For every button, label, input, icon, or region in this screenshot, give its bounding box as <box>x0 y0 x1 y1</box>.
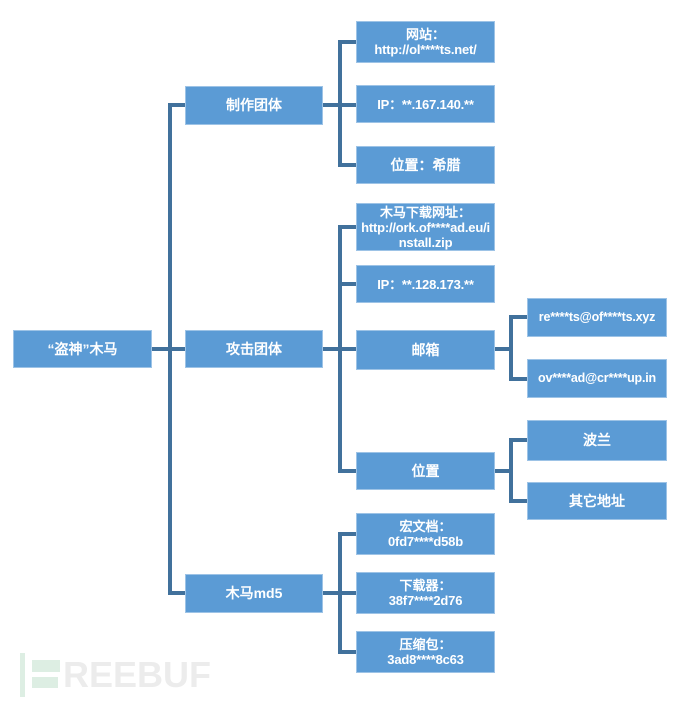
node-maker-location: 位置：希腊 <box>356 146 495 184</box>
connector-maker-feed <box>323 103 356 107</box>
node-location-poland: 波兰 <box>527 420 667 461</box>
node-label: IP：**.128.173.** <box>377 276 474 292</box>
connector-email2-stub <box>509 377 527 381</box>
node-line: nstall.zip <box>398 234 453 250</box>
connector-attacker-ip-stub <box>338 282 356 286</box>
connector-email1-stub <box>509 315 527 319</box>
node-label: ov****ad@cr****up.in <box>538 371 656 385</box>
node-label: 位置 <box>411 462 440 479</box>
connector-md5-corner <box>168 591 185 595</box>
node-line: 3ad8****8c63 <box>387 652 464 667</box>
node-line: http://ol****ts.net/ <box>374 42 477 57</box>
node-label: 其它地址 <box>569 492 625 509</box>
connector-download-url-stub <box>338 225 356 229</box>
connector-maker-location-stub <box>338 163 356 167</box>
node-attacker-group: 攻击团体 <box>185 330 323 368</box>
connector-macro-doc-stub <box>338 532 356 536</box>
node-label: re****ts@of****ts.xyz <box>538 310 656 324</box>
node-label: 制作团体 <box>226 97 282 113</box>
node-label: 木马md5 <box>225 585 283 601</box>
node-maker-group: 制作团体 <box>185 86 323 125</box>
node-label: IP：**.167.140.** <box>377 96 474 112</box>
node-macro-doc-md5: 宏文档： 0fd7****d58b <box>356 513 495 555</box>
node-line: 宏文档： <box>399 519 452 534</box>
node-label: 波兰 <box>583 432 611 448</box>
freebuf-watermark-text: REEBUF <box>63 654 212 695</box>
connector-poland-stub <box>509 438 527 442</box>
connector-md5-feed <box>323 591 356 595</box>
node-downloader-md5: 下载器： 38f7****2d76 <box>356 572 495 614</box>
freebuf-logo-icon <box>20 653 25 697</box>
node-md5-group: 木马md5 <box>185 574 323 613</box>
node-line: 网站： <box>405 27 445 42</box>
connector-website-stub <box>338 40 356 44</box>
node-maker-ip: IP：**.167.140.** <box>356 85 495 123</box>
connector-root-feed <box>152 347 185 351</box>
node-download-url: 木马下载网址： http://ork.of****ad.eu/i nstall.… <box>356 203 495 251</box>
node-mailbox: 邮箱 <box>356 330 495 370</box>
node-line: 38f7****2d76 <box>388 593 463 608</box>
node-label: 攻击团体 <box>226 340 282 357</box>
node-label: 邮箱 <box>411 341 440 358</box>
node-website: 网站： http://ol****ts.net/ <box>356 21 495 63</box>
node-line: 0fd7****d58b <box>388 534 463 549</box>
connector-mailbox-feed <box>495 347 509 351</box>
node-label: “盗神”木马 <box>47 340 118 357</box>
node-email-1: re****ts@of****ts.xyz <box>527 298 667 337</box>
node-line: 下载器： <box>399 578 452 593</box>
node-line: 木马下载网址： <box>379 204 471 220</box>
connector-location-feed <box>495 469 509 473</box>
node-email-2: ov****ad@cr****up.in <box>527 359 667 398</box>
node-archive-md5: 压缩包： 3ad8****8c63 <box>356 631 495 673</box>
node-label: 位置：希腊 <box>390 156 461 173</box>
node-attacker-ip: IP：**.128.173.** <box>356 265 495 303</box>
connector-maker-corner <box>168 103 185 107</box>
freebuf-logo-icon <box>32 660 60 672</box>
node-root-trojan: “盗神”木马 <box>13 330 152 368</box>
connector-other-address-stub <box>509 499 527 503</box>
connector-location-trunk <box>509 438 513 503</box>
freebuf-logo-icon <box>32 677 58 688</box>
node-location-other: 其它地址 <box>527 482 667 520</box>
connector-mailbox-trunk <box>509 315 513 381</box>
node-line: http://ork.of****ad.eu/i <box>361 219 490 235</box>
connector-archive-stub <box>338 650 356 654</box>
node-line: 压缩包： <box>399 637 452 652</box>
node-attacker-location: 位置 <box>356 452 495 490</box>
connector-attacker-location-stub <box>338 469 356 473</box>
connector-attacker-feed <box>323 347 356 351</box>
